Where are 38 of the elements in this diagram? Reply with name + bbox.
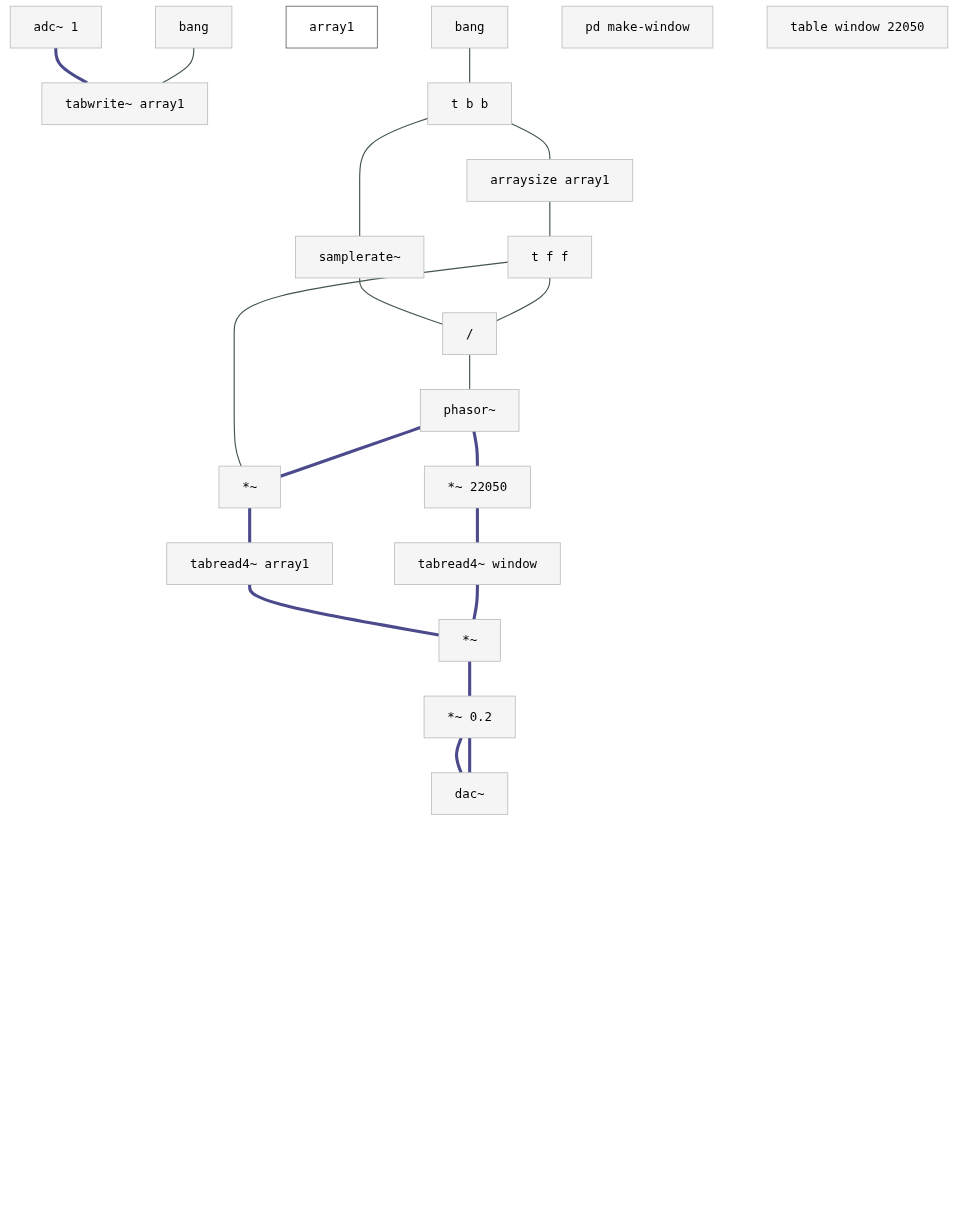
connector xyxy=(279,426,421,478)
node-box: dac~ xyxy=(430,772,508,815)
node-box: *~ 22050 xyxy=(423,465,531,509)
connector xyxy=(495,277,550,322)
node-box: arraysize array1 xyxy=(466,159,633,202)
node-box: bang xyxy=(430,5,508,49)
connector xyxy=(247,584,439,637)
connector xyxy=(454,737,463,774)
node-box: samplerate~ xyxy=(294,235,424,279)
connector xyxy=(467,737,471,773)
node-box: table window 22050 xyxy=(766,5,948,49)
node-box: *~ 0.2 xyxy=(423,695,516,739)
node-box: bang xyxy=(154,5,232,49)
node-box: pd make-window xyxy=(561,5,713,49)
connector xyxy=(475,507,479,543)
node-box: *~ xyxy=(218,465,281,509)
connector xyxy=(471,430,479,467)
connector xyxy=(247,507,251,543)
connector xyxy=(233,261,509,467)
node-box: adc~ 1 xyxy=(9,5,102,49)
connector xyxy=(548,200,550,237)
node-box: phasor~ xyxy=(419,389,519,432)
node-box: tabread4~ window xyxy=(393,542,561,585)
node-box: / xyxy=(441,312,497,355)
connector xyxy=(467,661,471,697)
connector xyxy=(468,354,470,391)
connector xyxy=(510,123,550,161)
connector xyxy=(468,47,470,84)
node-box: t b b xyxy=(426,82,512,126)
node-box: array1 xyxy=(285,5,378,49)
connector xyxy=(161,47,194,84)
node-box: tabwrite~ array1 xyxy=(41,82,208,126)
node-box: *~ xyxy=(438,619,501,662)
node-box: tabread4~ array1 xyxy=(165,542,333,585)
node-box: t f f xyxy=(507,235,592,279)
connector xyxy=(358,277,443,325)
connector xyxy=(471,584,479,620)
connector xyxy=(358,117,428,237)
